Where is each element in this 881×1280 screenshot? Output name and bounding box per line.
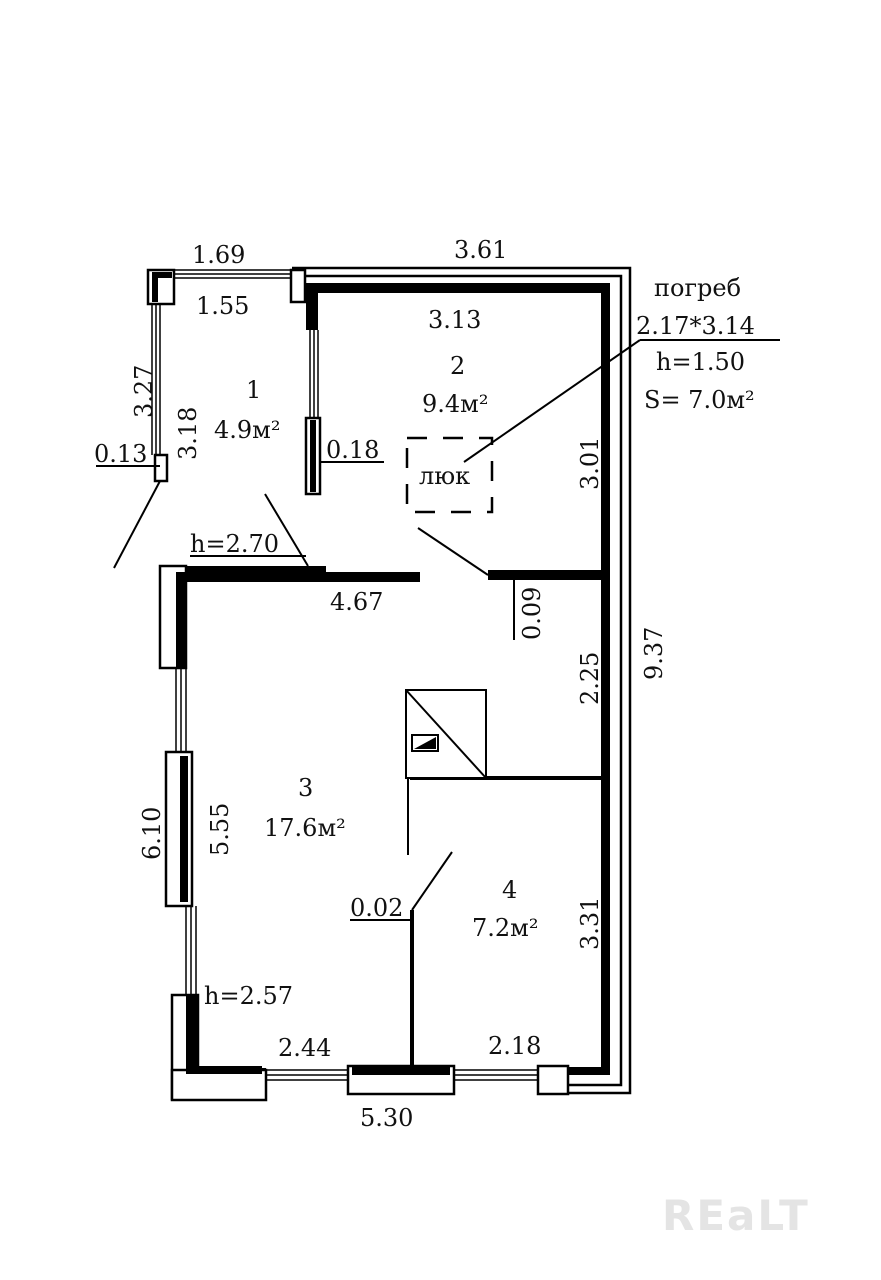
dim-porch-inner-height: 3.18 (174, 407, 202, 460)
room-4-number: 4 (502, 876, 517, 904)
room-2-number: 2 (450, 352, 465, 380)
hatch-label: люк (419, 462, 470, 490)
room3-left-wall (164, 668, 268, 1102)
dim-right-inner-segment: 2.25 (576, 652, 604, 705)
porch-walls (113, 268, 322, 569)
bottom-wall (266, 1064, 570, 1096)
dim-room3-top-width: 4.67 (330, 588, 383, 616)
dim-porch-wall: 0.13 (94, 440, 147, 468)
room-1-number: 1 (246, 376, 261, 404)
room-2-label: 2 9.4м² (422, 352, 488, 418)
dimension-labels: 1.69 3.61 1.55 3.13 3.27 3.18 0.13 0.18 … (94, 236, 668, 1132)
dim-porch-inner-width: 1.55 (196, 292, 249, 320)
dim-top-right-outer: 3.61 (454, 236, 507, 264)
room-1-area: 4.9м² (214, 416, 280, 444)
dim-bottom-outer: 5.30 (360, 1104, 413, 1132)
cellar-area: S= 7.0м² (644, 386, 755, 414)
dim-bottom-right-inner: 2.18 (488, 1032, 541, 1060)
middle-walls (158, 493, 601, 670)
dim-bottom-left-inner: 2.44 (278, 1034, 331, 1062)
room-1-label: 1 4.9м² (214, 376, 280, 444)
outer-wall (292, 266, 632, 1095)
dim-top-left-outer: 1.69 (192, 241, 245, 269)
cellar-title: погреб (654, 274, 741, 302)
leader-lines (96, 461, 515, 921)
room-4-area: 7.2м² (472, 914, 538, 942)
room-3-label: 3 17.6м² (264, 774, 346, 842)
stove (405, 689, 487, 779)
cellar-hatch: люк (405, 339, 780, 514)
dim-partition-thickness: 0.18 (326, 436, 379, 464)
dim-room4-height: 3.31 (576, 897, 604, 950)
room-3-number: 3 (298, 774, 313, 802)
room-2-area: 9.4м² (422, 390, 488, 418)
dim-room3-left-inner: 5.55 (206, 803, 234, 856)
cellar-size: 2.17*3.14 (636, 312, 755, 340)
watermark-logo: REaLT (662, 1191, 810, 1240)
dim-room4-partition: 0.02 (350, 894, 403, 922)
cellar-height: h=1.50 (656, 348, 745, 376)
cellar-note: погреб 2.17*3.14 h=1.50 S= 7.0м² (636, 274, 755, 414)
room-3-area: 17.6м² (264, 814, 346, 842)
height-lower: h=2.57 (204, 982, 293, 1010)
dim-room3-left-outer: 6.10 (138, 807, 166, 860)
dim-porch-outer-height: 3.27 (130, 365, 158, 418)
dim-room2-width: 3.13 (428, 306, 481, 334)
room-4-label: 4 7.2м² (472, 876, 538, 942)
dim-room2-height: 3.01 (576, 437, 604, 490)
dim-partition-step: 0.09 (518, 587, 546, 640)
height-upper: h=2.70 (190, 530, 279, 558)
dim-total-height: 9.37 (640, 627, 668, 680)
